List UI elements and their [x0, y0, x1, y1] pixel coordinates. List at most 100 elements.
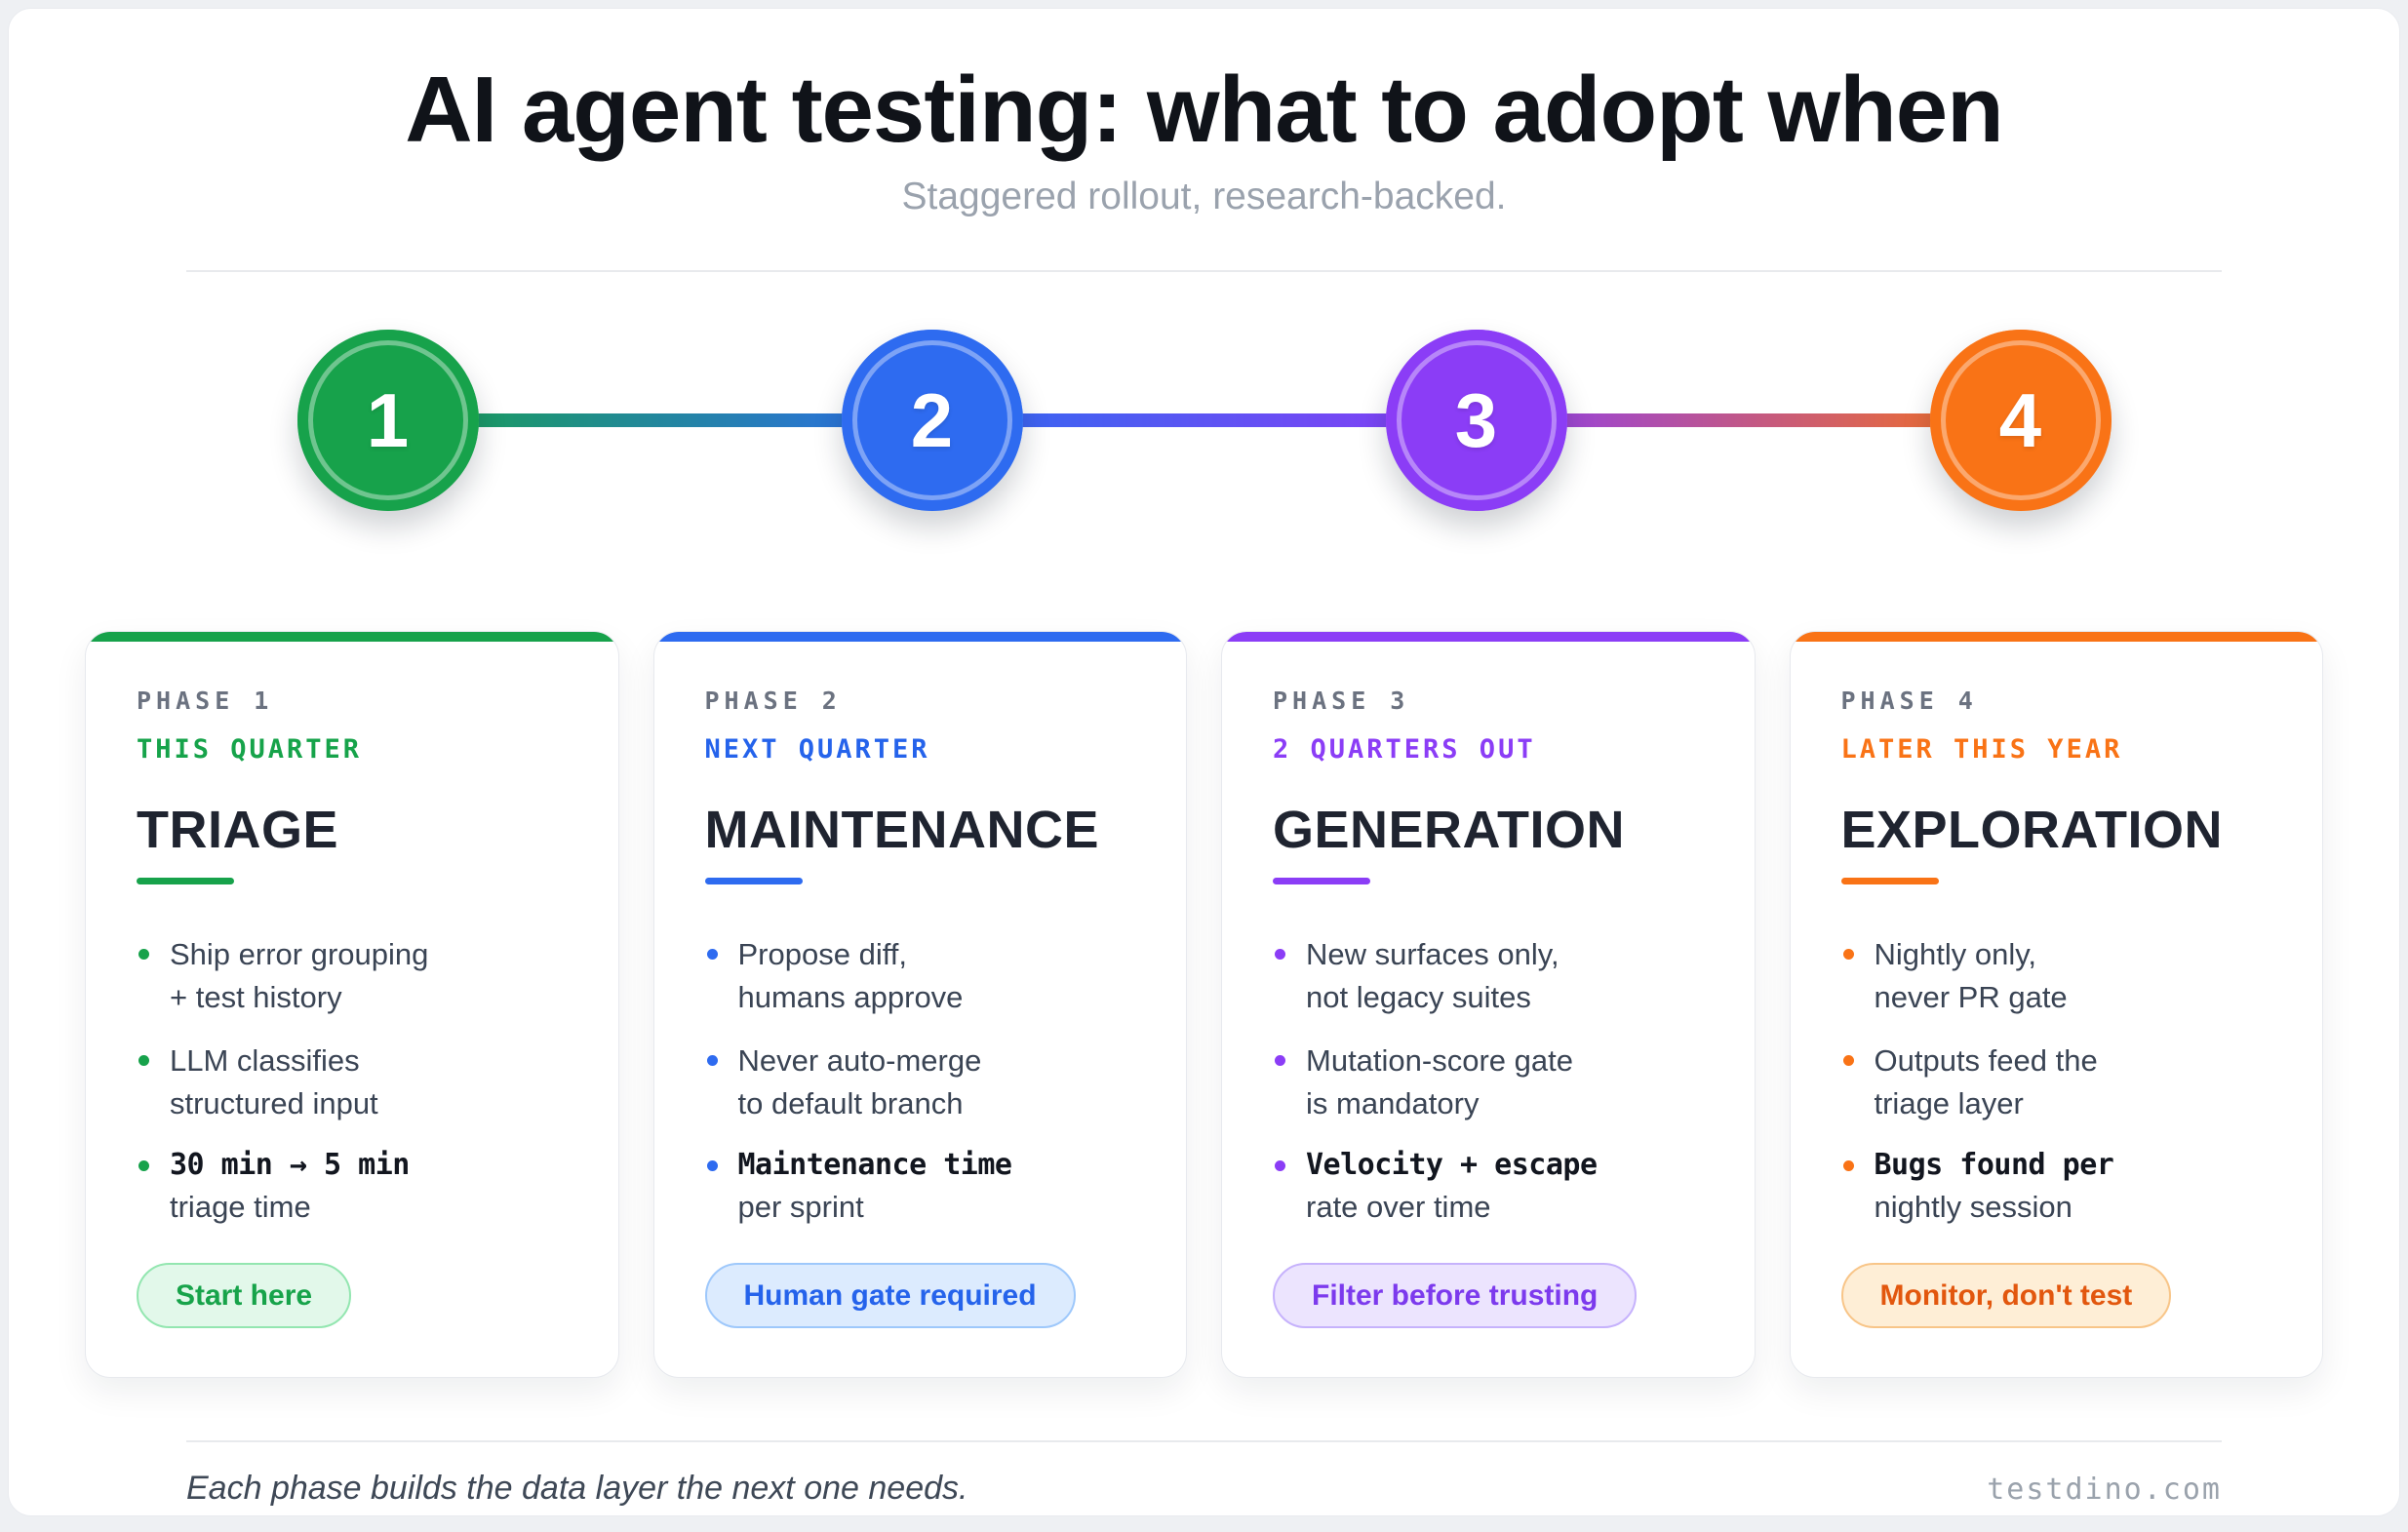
- phase-timeframe: LATER THIS YEAR: [1840, 734, 2123, 766]
- bullet-line-1: Propose diff,: [737, 937, 907, 972]
- bullet-text: Mutation-score gate is mandatory: [1306, 1040, 1573, 1125]
- bullet-line-2: per sprint: [737, 1190, 864, 1225]
- card-body: PHASE 2 NEXT QUARTER MAINTENANCE Propose…: [654, 642, 1187, 1377]
- card-body: PHASE 1 THIS QUARTER TRIAGE Ship error g…: [86, 642, 618, 1377]
- bullet-line-2: is mandatory: [1306, 1085, 1480, 1120]
- bullet-dot-icon: [1842, 949, 1854, 961]
- phase-label: PHASE 2: [704, 687, 842, 716]
- phase-badge: Monitor, don't test: [1840, 1263, 2172, 1329]
- bullet-line-2: rate over time: [1306, 1190, 1491, 1225]
- bullet-dot-icon: [706, 1054, 718, 1066]
- bullet-line-1: New surfaces only,: [1306, 937, 1559, 972]
- page-title: AI agent testing: what to adopt when: [405, 58, 2004, 162]
- phase-title: GENERATION: [1273, 801, 1626, 860]
- bullet-item: Never auto-merge to default branch: [705, 1040, 1136, 1125]
- step-2-number: 2: [910, 377, 954, 464]
- bullet-line-2: triage time: [170, 1190, 311, 1225]
- bullet-line-2: triage layer: [1874, 1085, 2024, 1120]
- bullet-item: Outputs feed the triage layer: [1841, 1040, 2272, 1125]
- bottom-divider: [186, 1440, 2222, 1443]
- card-accent-bar: [1222, 632, 1755, 643]
- card-accent-bar: [86, 632, 618, 643]
- infographic-canvas: AI agent testing: what to adopt when Sta…: [8, 8, 2400, 1516]
- timeline-step-2: 2: [841, 330, 1023, 512]
- title-underline: [1840, 878, 1939, 885]
- bullet-line-2: structured input: [170, 1085, 378, 1120]
- bullet-dot-icon: [1842, 1054, 1854, 1066]
- phase-badge: Filter before trusting: [1273, 1263, 1638, 1329]
- bullet-text: New surfaces only, not legacy suites: [1306, 933, 1559, 1019]
- phase-card-exploration: PHASE 4 LATER THIS YEAR EXPLORATION Nigh…: [1789, 631, 2323, 1379]
- bullet-dot-icon: [1275, 949, 1285, 961]
- step-4-number: 4: [1998, 377, 2042, 464]
- bullet-line-2: + test history: [170, 980, 342, 1015]
- phase-card-maintenance: PHASE 2 NEXT QUARTER MAINTENANCE Propose…: [652, 631, 1187, 1379]
- bullet-list: Ship error grouping + test history LLM c…: [137, 933, 568, 1229]
- bullet-text: Outputs feed the triage layer: [1875, 1040, 2098, 1125]
- phase-card-generation: PHASE 3 2 QUARTERS OUT GENERATION New su…: [1221, 631, 1756, 1379]
- bullet-item: Propose diff, humans approve: [705, 933, 1136, 1019]
- bullet-dot-icon: [1842, 1159, 1854, 1171]
- title-underline: [1273, 878, 1370, 885]
- phase-badge: Start here: [137, 1263, 352, 1329]
- footer-site-link[interactable]: testdino.com: [1987, 1473, 2222, 1508]
- bullet-line-2: humans approve: [737, 980, 964, 1015]
- title-underline: [137, 878, 234, 885]
- phase-timeframe: THIS QUARTER: [137, 734, 363, 766]
- bullet-text: Velocity + escape rate over time: [1306, 1145, 1598, 1230]
- bullet-line-1: Maintenance time: [737, 1147, 1012, 1182]
- bullet-text: 30 min → 5 min triage time: [170, 1145, 410, 1230]
- card-body: PHASE 3 2 QUARTERS OUT GENERATION New su…: [1222, 642, 1755, 1377]
- bullet-item-metric: Velocity + escape rate over time: [1273, 1145, 1704, 1230]
- card-accent-bar: [1790, 632, 2322, 643]
- bullet-line-2: nightly session: [1874, 1190, 2072, 1225]
- phase-badge: Human gate required: [704, 1263, 1076, 1329]
- timeline-step-3: 3: [1385, 330, 1567, 512]
- bullet-line-1: 30 min → 5 min: [170, 1147, 410, 1182]
- bullet-text: Maintenance time per sprint: [738, 1145, 1012, 1230]
- bullet-line-1: Ship error grouping: [170, 937, 429, 972]
- phase-label: PHASE 1: [137, 687, 274, 716]
- card-accent-bar: [653, 632, 1186, 643]
- bullet-text: Never auto-merge to default branch: [738, 1040, 982, 1125]
- bullet-item-metric: Bugs found per nightly session: [1841, 1145, 2272, 1230]
- bullet-text: Ship error grouping + test history: [170, 933, 428, 1019]
- bullet-dot-icon: [706, 949, 718, 961]
- bullet-text: Bugs found per nightly session: [1875, 1145, 2114, 1230]
- bullet-item: New surfaces only, not legacy suites: [1273, 933, 1704, 1019]
- phase-title: MAINTENANCE: [704, 801, 1099, 860]
- bullet-list: New surfaces only, not legacy suites Mut…: [1273, 933, 1704, 1229]
- bullet-list: Nightly only, never PR gate Outputs feed…: [1841, 933, 2272, 1229]
- header: AI agent testing: what to adopt when Sta…: [9, 9, 2399, 219]
- footer-note: Each phase builds the data layer the nex…: [186, 1470, 968, 1508]
- timeline-step-1: 1: [296, 330, 479, 512]
- bullet-item: Mutation-score gate is mandatory: [1273, 1040, 1704, 1125]
- bullet-dot-icon: [1275, 1159, 1285, 1171]
- phase-title: TRIAGE: [137, 801, 339, 860]
- bullet-item: LLM classifies structured input: [137, 1040, 568, 1125]
- bullet-item: Nightly only, never PR gate: [1841, 933, 2272, 1019]
- bullet-line-2: not legacy suites: [1306, 980, 1531, 1015]
- title-underline: [704, 878, 803, 885]
- timeline-step-4: 4: [1929, 330, 2112, 512]
- top-divider: [186, 270, 2222, 273]
- page-subtitle: Staggered rollout, research-backed.: [901, 175, 1507, 217]
- phase-timeframe: NEXT QUARTER: [704, 734, 930, 766]
- timeline: 1 2 3 4: [296, 323, 2112, 518]
- card-body: PHASE 4 LATER THIS YEAR EXPLORATION Nigh…: [1791, 642, 2323, 1377]
- bullet-line-1: Velocity + escape: [1306, 1147, 1598, 1182]
- bullet-line-1: Bugs found per: [1874, 1147, 2114, 1182]
- bullet-line-1: Outputs feed the: [1874, 1042, 2098, 1078]
- bullet-text: Propose diff, humans approve: [738, 933, 964, 1019]
- bullet-list: Propose diff, humans approve Never auto-…: [705, 933, 1136, 1229]
- phase-timeframe: 2 QUARTERS OUT: [1273, 734, 1536, 766]
- bullet-item-metric: 30 min → 5 min triage time: [137, 1145, 568, 1230]
- phase-label: PHASE 4: [1840, 687, 1978, 716]
- phase-card-triage: PHASE 1 THIS QUARTER TRIAGE Ship error g…: [85, 631, 619, 1379]
- bullet-dot-icon: [706, 1159, 718, 1171]
- bullet-item: Ship error grouping + test history: [137, 933, 568, 1019]
- bullet-dot-icon: [138, 1159, 149, 1171]
- bullet-line-1: Mutation-score gate: [1306, 1042, 1573, 1078]
- footer: Each phase builds the data layer the nex…: [186, 1470, 2222, 1508]
- bullet-line-2: never PR gate: [1874, 980, 2068, 1015]
